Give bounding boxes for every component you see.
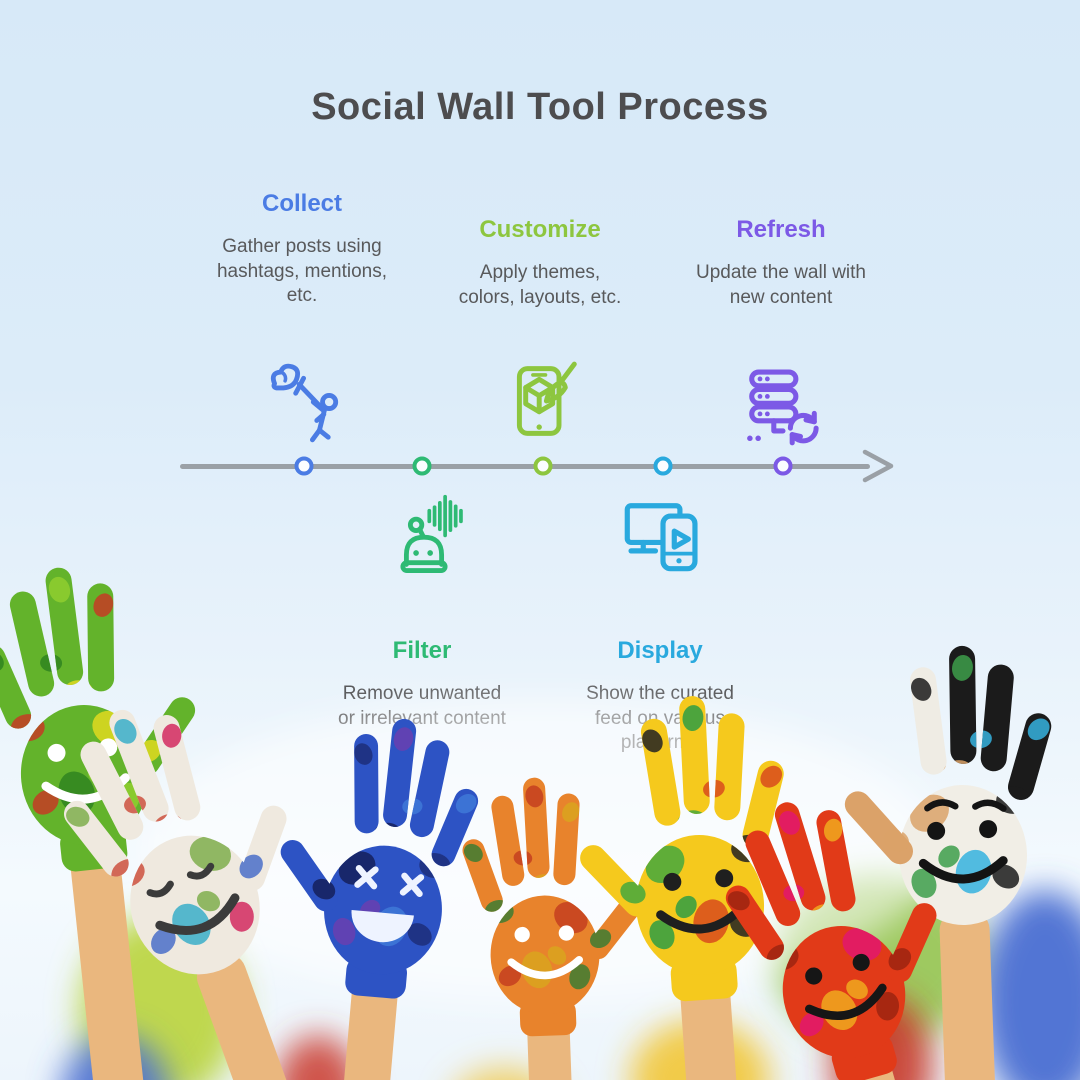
step-customize: Customize Apply themes, colors, layouts,… xyxy=(425,216,655,310)
step-display-title: Display xyxy=(617,637,703,664)
step-collect-description: Gather posts using hashtags, mentions, e… xyxy=(216,236,388,307)
painted-hands-illustration xyxy=(0,567,1080,1080)
timeline-node-customize xyxy=(533,456,553,476)
monitor-phone-play-icon xyxy=(616,486,710,580)
phone-cube-paintbrush-icon xyxy=(496,356,586,446)
step-collect: Collect Gather posts using hashtags, men… xyxy=(187,190,417,309)
step-customize-title: Customize xyxy=(479,216,601,243)
step-filter-title: Filter xyxy=(392,637,452,664)
step-refresh: Refresh Update the wall with new content xyxy=(666,216,896,310)
timeline-line xyxy=(180,464,870,469)
server-refresh-icon xyxy=(737,361,829,453)
page-title: Social Wall Tool Process xyxy=(311,86,769,128)
timeline-node-refresh xyxy=(773,456,793,476)
robot-soundwave-icon xyxy=(380,487,468,575)
step-refresh-title: Refresh xyxy=(736,216,826,243)
step-customize-description: Apply themes, colors, layouts, etc. xyxy=(458,262,622,308)
step-collect-title: Collect xyxy=(261,190,342,217)
timeline-node-filter xyxy=(412,456,432,476)
timeline-arrowhead-icon xyxy=(862,449,894,483)
step-refresh-description: Update the wall with new content xyxy=(695,262,867,308)
timeline-node-collect xyxy=(294,456,314,476)
person-catching-bird-icon xyxy=(264,358,352,446)
timeline-node-display xyxy=(653,456,673,476)
